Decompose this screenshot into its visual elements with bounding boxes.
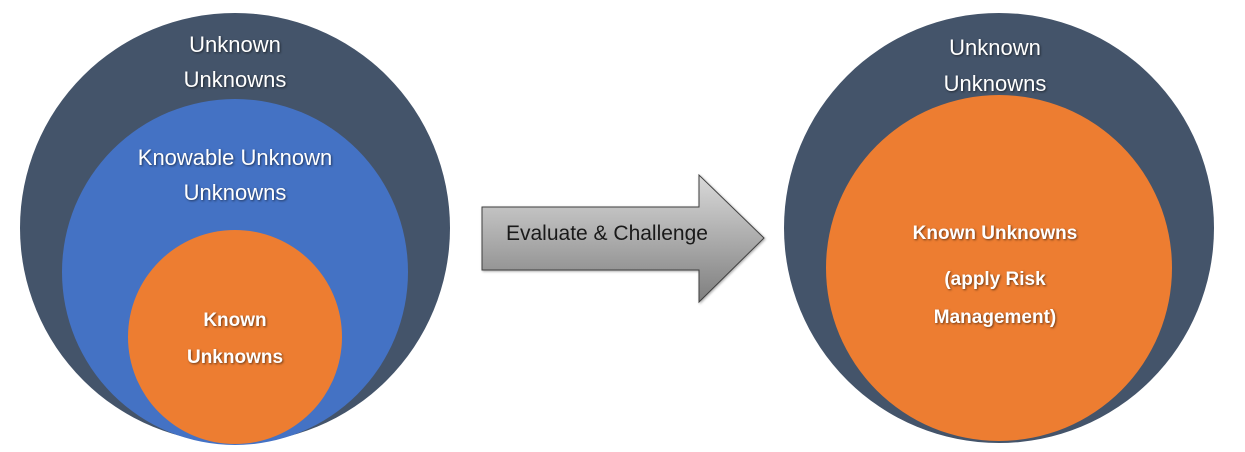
left-middle-label-line2: Unknowns	[183, 180, 287, 205]
evaluate-challenge-arrow	[481, 173, 765, 304]
left-middle-label-line1: Knowable Unknown	[137, 145, 333, 170]
right-inner-label-line1: Known Unknowns	[912, 223, 1078, 244]
right-inner-label-line3: Management)	[933, 307, 1057, 328]
arrow-label: Evaluate & Challenge	[506, 222, 708, 245]
left-outer-label-line2: Unknowns	[183, 67, 287, 92]
left-inner-label-line2: Unknowns	[186, 347, 284, 368]
left-inner-label-line1: Known	[203, 310, 267, 331]
right-known-unknowns-circle	[826, 95, 1172, 441]
left-known-unknowns-circle	[128, 230, 342, 444]
right-inner-label-line2: (apply Risk	[944, 269, 1046, 290]
left-outer-label-line1: Unknown	[189, 32, 281, 57]
right-outer-label-line1: Unknown	[949, 35, 1041, 60]
right-outer-label-line2: Unknowns	[943, 71, 1047, 96]
